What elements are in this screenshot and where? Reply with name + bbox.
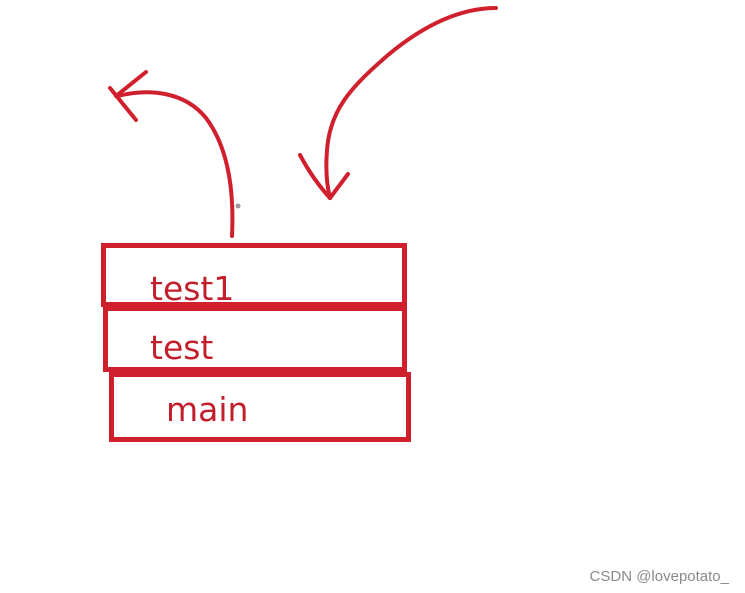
ink-smudge [235,203,241,209]
pop-arrow-head-lower [108,86,138,122]
stack-frame-main-label: main [166,390,249,429]
arrow-up-left-icon [108,70,235,238]
push-arrow-shaft [324,6,498,200]
watermark: CSDN @lovepotato_ [589,568,729,585]
arrow-down-icon [298,6,498,200]
stack-frame-test-label: test [150,328,214,367]
stack-frame-main [109,372,411,442]
push-arrow-head-right [328,172,350,200]
stack-frame-test1-label: test1 [150,269,235,308]
stack-frame-test1 [101,243,407,307]
stack-frame-test [103,306,407,372]
push-arrow-head-left [298,153,332,200]
pop-arrow-shaft [116,90,235,238]
pop-arrow-head-upper [114,70,148,98]
